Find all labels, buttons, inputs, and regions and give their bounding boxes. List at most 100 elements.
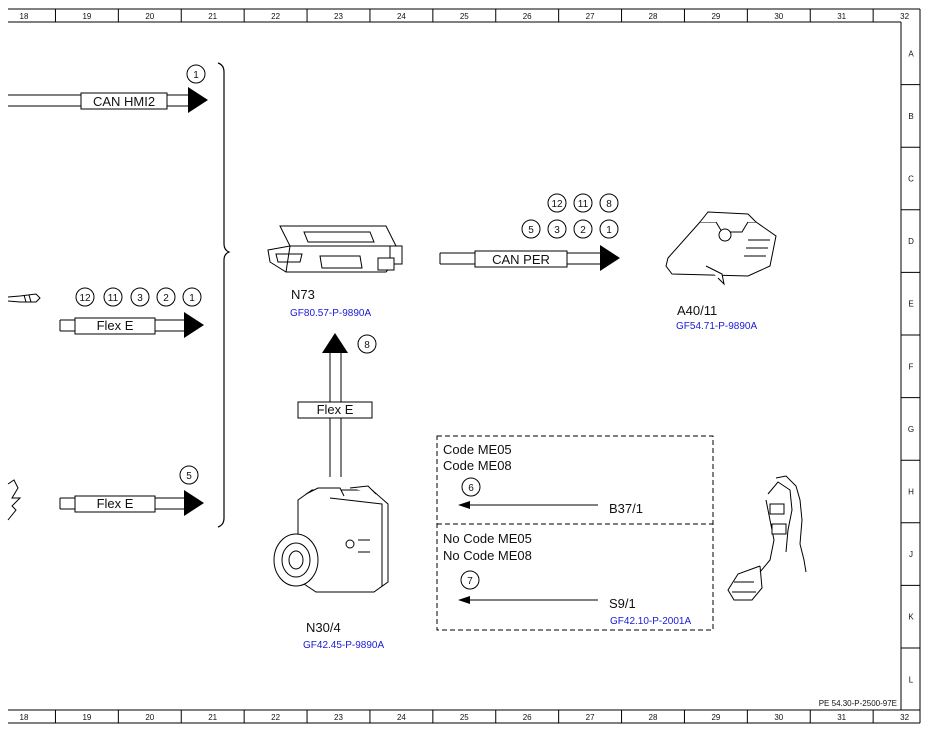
a40-11-reference-link[interactable]: GF54.71-P-9890A xyxy=(676,321,757,332)
partial-connector-icon xyxy=(7,293,41,303)
column-label: 29 xyxy=(711,713,720,722)
column-label: 20 xyxy=(145,12,154,21)
column-label: 19 xyxy=(82,713,91,722)
can-per-bubbles: 12 11 8 5 3 2 1 xyxy=(521,193,619,239)
column-label: 27 xyxy=(586,12,595,21)
column-label: 32 xyxy=(900,713,909,722)
column-label: 19 xyxy=(82,12,91,21)
bus-brace xyxy=(217,62,231,528)
column-label: 18 xyxy=(20,12,29,21)
a40-11-display[interactable]: A40/11 GF54.71-P-9890A xyxy=(665,211,777,332)
bubble: 1 xyxy=(189,293,195,304)
column-label: 21 xyxy=(208,713,217,722)
column-label: 23 xyxy=(334,12,343,21)
b37-1-name: B37/1 xyxy=(609,501,643,516)
code-upper-line-1: Code ME05 xyxy=(443,442,512,457)
column-label: 25 xyxy=(460,12,469,21)
row-label: G xyxy=(908,425,914,434)
partial-pedal-sensor-icon xyxy=(7,479,22,521)
can-hmi2-bubble: 1 xyxy=(193,70,199,81)
code-upper-section: Code ME05 Code ME08 6 xyxy=(443,442,512,497)
code-lower-bubble: 7 xyxy=(467,576,473,587)
can-per-line[interactable]: CAN PER 12 11 8 5 3 2 1 xyxy=(439,193,620,271)
frame xyxy=(8,8,921,724)
bubble: 1 xyxy=(606,225,612,236)
code-lower-line-1: No Code ME05 xyxy=(443,531,532,546)
column-label: 20 xyxy=(145,713,154,722)
code-lower-section: No Code ME05 No Code ME08 7 xyxy=(443,531,532,590)
display-unit-icon xyxy=(665,211,777,286)
column-label: 24 xyxy=(397,12,406,21)
column-label: 28 xyxy=(649,713,658,722)
bubble: 12 xyxy=(79,293,91,304)
flex-e-lower-label: Flex E xyxy=(97,496,134,511)
column-label: 29 xyxy=(711,12,720,21)
row-label: A xyxy=(908,49,914,58)
row-label: B xyxy=(908,112,913,121)
n73-module-icon xyxy=(267,225,403,273)
n30-4-name: N30/4 xyxy=(306,620,341,635)
s9-1-name: S9/1 xyxy=(609,596,636,611)
flex-e-left-label: Flex E xyxy=(97,318,134,333)
column-label: 27 xyxy=(586,713,595,722)
bubble: 3 xyxy=(554,225,560,236)
b37-1-signal[interactable]: B37/1 xyxy=(458,501,643,516)
column-label: 32 xyxy=(900,12,909,21)
can-hmi2-line[interactable]: CAN HMI2 1 xyxy=(8,64,208,113)
a40-11-name: A40/11 xyxy=(677,303,717,318)
column-label: 22 xyxy=(271,713,280,722)
code-variant-box xyxy=(436,435,714,631)
can-hmi2-label: CAN HMI2 xyxy=(93,94,155,109)
row-label: D xyxy=(908,237,914,246)
s9-1-signal[interactable]: S9/1 GF42.10-P-2001A xyxy=(458,596,691,627)
code-upper-line-2: Code ME08 xyxy=(443,458,512,473)
column-ruler: 1818191920202121222223232424252526262727… xyxy=(20,9,910,723)
column-label: 26 xyxy=(523,713,532,722)
row-label: K xyxy=(908,613,914,622)
row-label: J xyxy=(909,550,913,559)
n73-reference-link[interactable]: GF80.57-P-9890A xyxy=(290,308,371,319)
column-label: 25 xyxy=(460,713,469,722)
s9-1-reference-link[interactable]: GF42.10-P-2001A xyxy=(610,616,691,627)
bubble: 12 xyxy=(551,199,563,210)
flex-e-left-bubbles: 12 11 3 2 1 xyxy=(75,287,202,307)
bubble: 3 xyxy=(137,293,143,304)
flex-e-left-line[interactable]: Flex E 12 11 3 2 1 xyxy=(59,287,204,338)
column-label: 31 xyxy=(837,12,846,21)
column-label: 22 xyxy=(271,12,280,21)
code-upper-bubble: 6 xyxy=(468,483,474,494)
bubble: 2 xyxy=(163,293,169,304)
flex-e-lower-bubble: 5 xyxy=(186,471,192,482)
column-label: 24 xyxy=(397,713,406,722)
esp-hydraulic-unit-icon xyxy=(273,485,389,593)
n30-4-reference-link[interactable]: GF42.45-P-9890A xyxy=(303,640,384,651)
row-label: L xyxy=(909,675,914,684)
bubble: 8 xyxy=(606,199,612,210)
brake-pedal-icon xyxy=(727,475,807,601)
column-label: 28 xyxy=(649,12,658,21)
n73-name: N73 xyxy=(291,287,315,302)
row-label: H xyxy=(908,488,914,497)
bubble: 11 xyxy=(578,199,589,210)
flex-e-vertical-label: Flex E xyxy=(317,402,354,417)
column-label: 21 xyxy=(208,12,217,21)
code-lower-line-2: No Code ME08 xyxy=(443,548,532,563)
row-label: F xyxy=(909,362,914,371)
n30-4-unit[interactable]: N30/4 GF42.45-P-9890A xyxy=(273,485,389,651)
column-label: 18 xyxy=(20,713,29,722)
flex-e-vertical-line[interactable]: Flex E 8 xyxy=(297,333,377,477)
column-label: 30 xyxy=(774,713,783,722)
document-id: PE 54.30-P-2500-97E xyxy=(819,699,897,708)
n73-module[interactable]: N73 GF80.57-P-9890A xyxy=(267,225,403,319)
bubble: 11 xyxy=(108,293,119,304)
column-label: 31 xyxy=(837,713,846,722)
flex-e-vertical-bubble: 8 xyxy=(364,340,370,351)
row-label: C xyxy=(908,175,914,184)
bubble: 2 xyxy=(580,225,586,236)
column-label: 23 xyxy=(334,713,343,722)
column-label: 30 xyxy=(774,12,783,21)
flex-e-lower-line[interactable]: Flex E 5 xyxy=(59,465,204,516)
column-label: 26 xyxy=(523,12,532,21)
